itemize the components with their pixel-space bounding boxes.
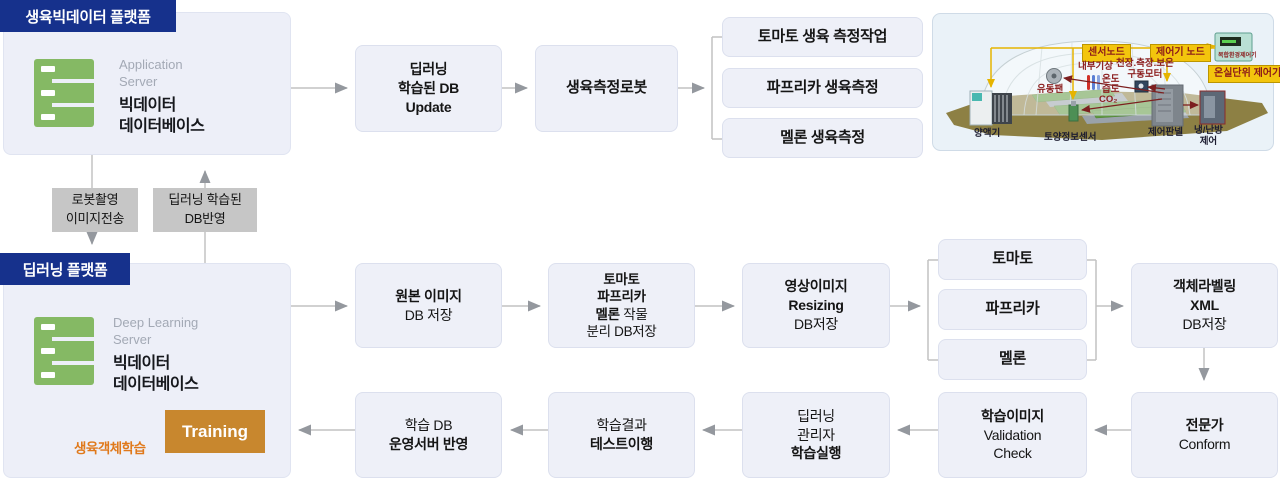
nutrient-machine-label: 양액기 [974,128,1001,139]
bigdata-platform-title: 생육빅데이터 플랫폼 [25,8,151,26]
humidity-label: 습도 [1102,84,1120,95]
deeplearning-platform-title: 딥러닝 플랫폼 [22,261,108,279]
original-image-box: 원본 이미지 DB 저장 [355,263,502,348]
server-icon [34,59,94,127]
melon-task-box: 멜론 생육측정 [722,118,923,158]
validation-box: 학습이미지 Validation Check [938,392,1087,478]
expert-conform-box: 전문가 Conform [1131,392,1278,478]
control-panel-label: 제어판넬 [1148,127,1183,138]
device-caption: 복합환경제어기 [1218,53,1257,59]
server-type-label: Deep Learning Server [113,315,199,347]
greenhouse-illustration: 센서노드 제어기 노드 온실단위 제어기 복합환경제어기 내부기상 천장.측장.… [932,13,1280,151]
test-box: 학습결과 테스트이행 [548,392,695,478]
temp-label: 온도 [1102,74,1120,85]
server-name-label: 빅데이터 데이터베이스 [113,354,199,393]
tomato-task-box: 토마토 생육 측정작업 [722,17,923,57]
co2-label: CO₂ [1099,94,1118,105]
sensor-node-label: 센서노드 [1082,44,1131,62]
paprika-task-box: 파프리카 생육측정 [722,68,923,108]
deploy-box: 학습 DB 운영서버 반영 [355,392,502,478]
bigdata-platform-box: Application Server 빅데이터 데이터베이스 [3,12,291,155]
resizing-box: 영상이미지 Resizing DB저장 [742,263,890,348]
db-update-box: 딥러닝 학습된 DB Update [355,45,502,132]
server-name-label: 빅데이터 데이터베이스 [119,96,205,135]
crop-melon-box: 멜론 [938,339,1087,380]
fan-label: 유동팬 [1037,84,1064,95]
bigdata-platform-header: 생육빅데이터 플랫폼 [0,0,176,32]
robot-image-transfer-label: 로봇촬영 이미지전송 [52,188,138,232]
indoor-weather-label: 내부기상 [1078,61,1113,72]
crop-split-box: 토마토 파프리카 멜론 작물 분리 DB저장 [548,263,695,348]
training-box: Training [165,410,265,453]
soil-sensor-label: 토양정보센서 [1044,132,1097,143]
server-type-label: Application Server [119,57,183,89]
growth-robot-box: 생육측정로봇 [535,45,678,132]
server-icon [34,317,94,385]
controller-node-label: 제어기 노드 [1150,44,1211,62]
xml-labeling-box: 객체라벨링 XML DB저장 [1131,263,1278,348]
training-run-box: 딥러닝 관리자 학습실행 [742,392,890,478]
crop-paprika-box: 파프리카 [938,289,1087,330]
growth-object-learning-label: 생육객체학습 [74,441,146,456]
db-reflect-label: 딥러닝 학습된 DB반영 [153,188,257,232]
unit-controller-label: 온실단위 제어기 [1208,65,1280,83]
deeplearning-platform-header: 딥러닝 플랫폼 [0,253,130,285]
crop-tomato-box: 토마토 [938,239,1087,280]
